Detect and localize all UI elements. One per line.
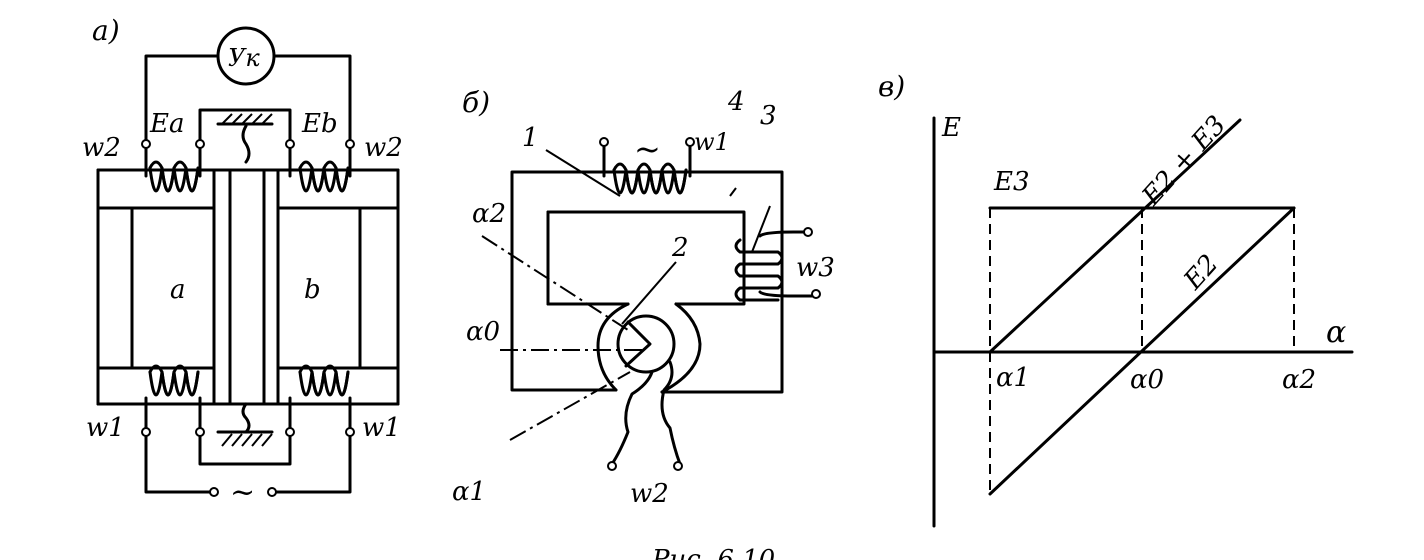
alpha1-label: α1 [452,477,486,507]
pole-right [660,302,702,394]
bottom-right-yoke [276,366,400,406]
alpha1-line [509,371,631,441]
w2-lead-left [610,370,654,466]
top-right-yoke [276,168,400,210]
w1-right-label: w1 [362,413,401,443]
tick-alpha2: α2 [1282,365,1316,395]
center-limb [228,168,266,406]
ground-bottom [198,402,292,466]
panel-c-label: в) [878,70,905,103]
ac-source-label: ~ [230,475,255,510]
terminal [345,427,355,437]
terminal [209,487,219,497]
coil-w1-left [144,364,202,430]
terminal [345,139,355,149]
w2-lead-right [660,360,682,466]
top-left-yoke [96,168,216,210]
terminal [673,461,683,471]
terminal [285,139,295,149]
coil-eb [288,146,352,193]
ac-label: ~ [634,130,661,168]
pole-left [596,302,630,392]
x-axis-label: α [1326,315,1346,350]
terminal [141,427,151,437]
stator-frame-outer [510,170,784,394]
coil-ea [144,146,202,193]
panel-c: в) E α E3 E2 E2 + E3 α1 α0 α2 [878,70,1354,528]
label-2: 2 [671,233,689,263]
w2-label: w2 [630,479,669,509]
panel-a-label: а) [92,14,120,47]
label-4: 4 [727,87,745,117]
terminal [285,427,295,437]
leader-4 [729,187,737,197]
eb-label: Eb [301,109,338,139]
rotor [616,314,676,374]
stator-frame-inner [546,210,746,306]
stator-window [546,210,630,306]
ea-label: Ea [149,109,184,139]
coil-w1 [599,137,695,195]
terminal [195,427,205,437]
e2-plus-e3-line [988,118,1242,354]
core-b-label: b [304,275,321,305]
terminal [607,461,617,471]
label-1: 1 [522,123,539,153]
w2-left-label: w2 [82,133,121,163]
output-wires [144,54,352,142]
ground-top [198,108,292,164]
y-axis-label: E [941,113,961,143]
panel-a: а) Ук a b [82,14,403,510]
leader-2 [621,261,677,325]
coil-w3 [734,227,821,302]
coil-w1-right [288,364,352,430]
label-3: 3 [760,101,777,131]
amplifier-label: Ук [228,44,260,72]
terminal [195,139,205,149]
figure-caption: Рис. 6.10 [651,545,775,560]
w3-label: w3 [796,253,835,283]
panel-b-label: б) [462,86,490,119]
alpha2-line [481,235,629,331]
supply-wires [144,434,352,494]
terminal [141,139,151,149]
leader-3 [751,205,771,253]
leader-1 [545,149,621,197]
w1-left-label: w1 [86,413,125,443]
panel-b: б) [452,86,835,509]
core-a-label: a [170,275,186,305]
e2-plus-e3-label: E2 + E3 [1136,110,1232,212]
terminal [267,487,277,497]
w1-label: w1 [694,128,730,156]
tick-alpha0: α0 [1130,365,1164,395]
w2-right-label: w2 [364,133,403,163]
rotor-marker [624,320,652,368]
e2-line [988,206,1296,496]
e3-label: E3 [993,167,1030,197]
e2-label: E2 [1178,249,1225,296]
tick-alpha1: α1 [996,363,1030,393]
bottom-left-yoke [96,366,216,406]
alpha2-label: α2 [472,199,506,229]
alpha0-label: α0 [466,317,500,347]
